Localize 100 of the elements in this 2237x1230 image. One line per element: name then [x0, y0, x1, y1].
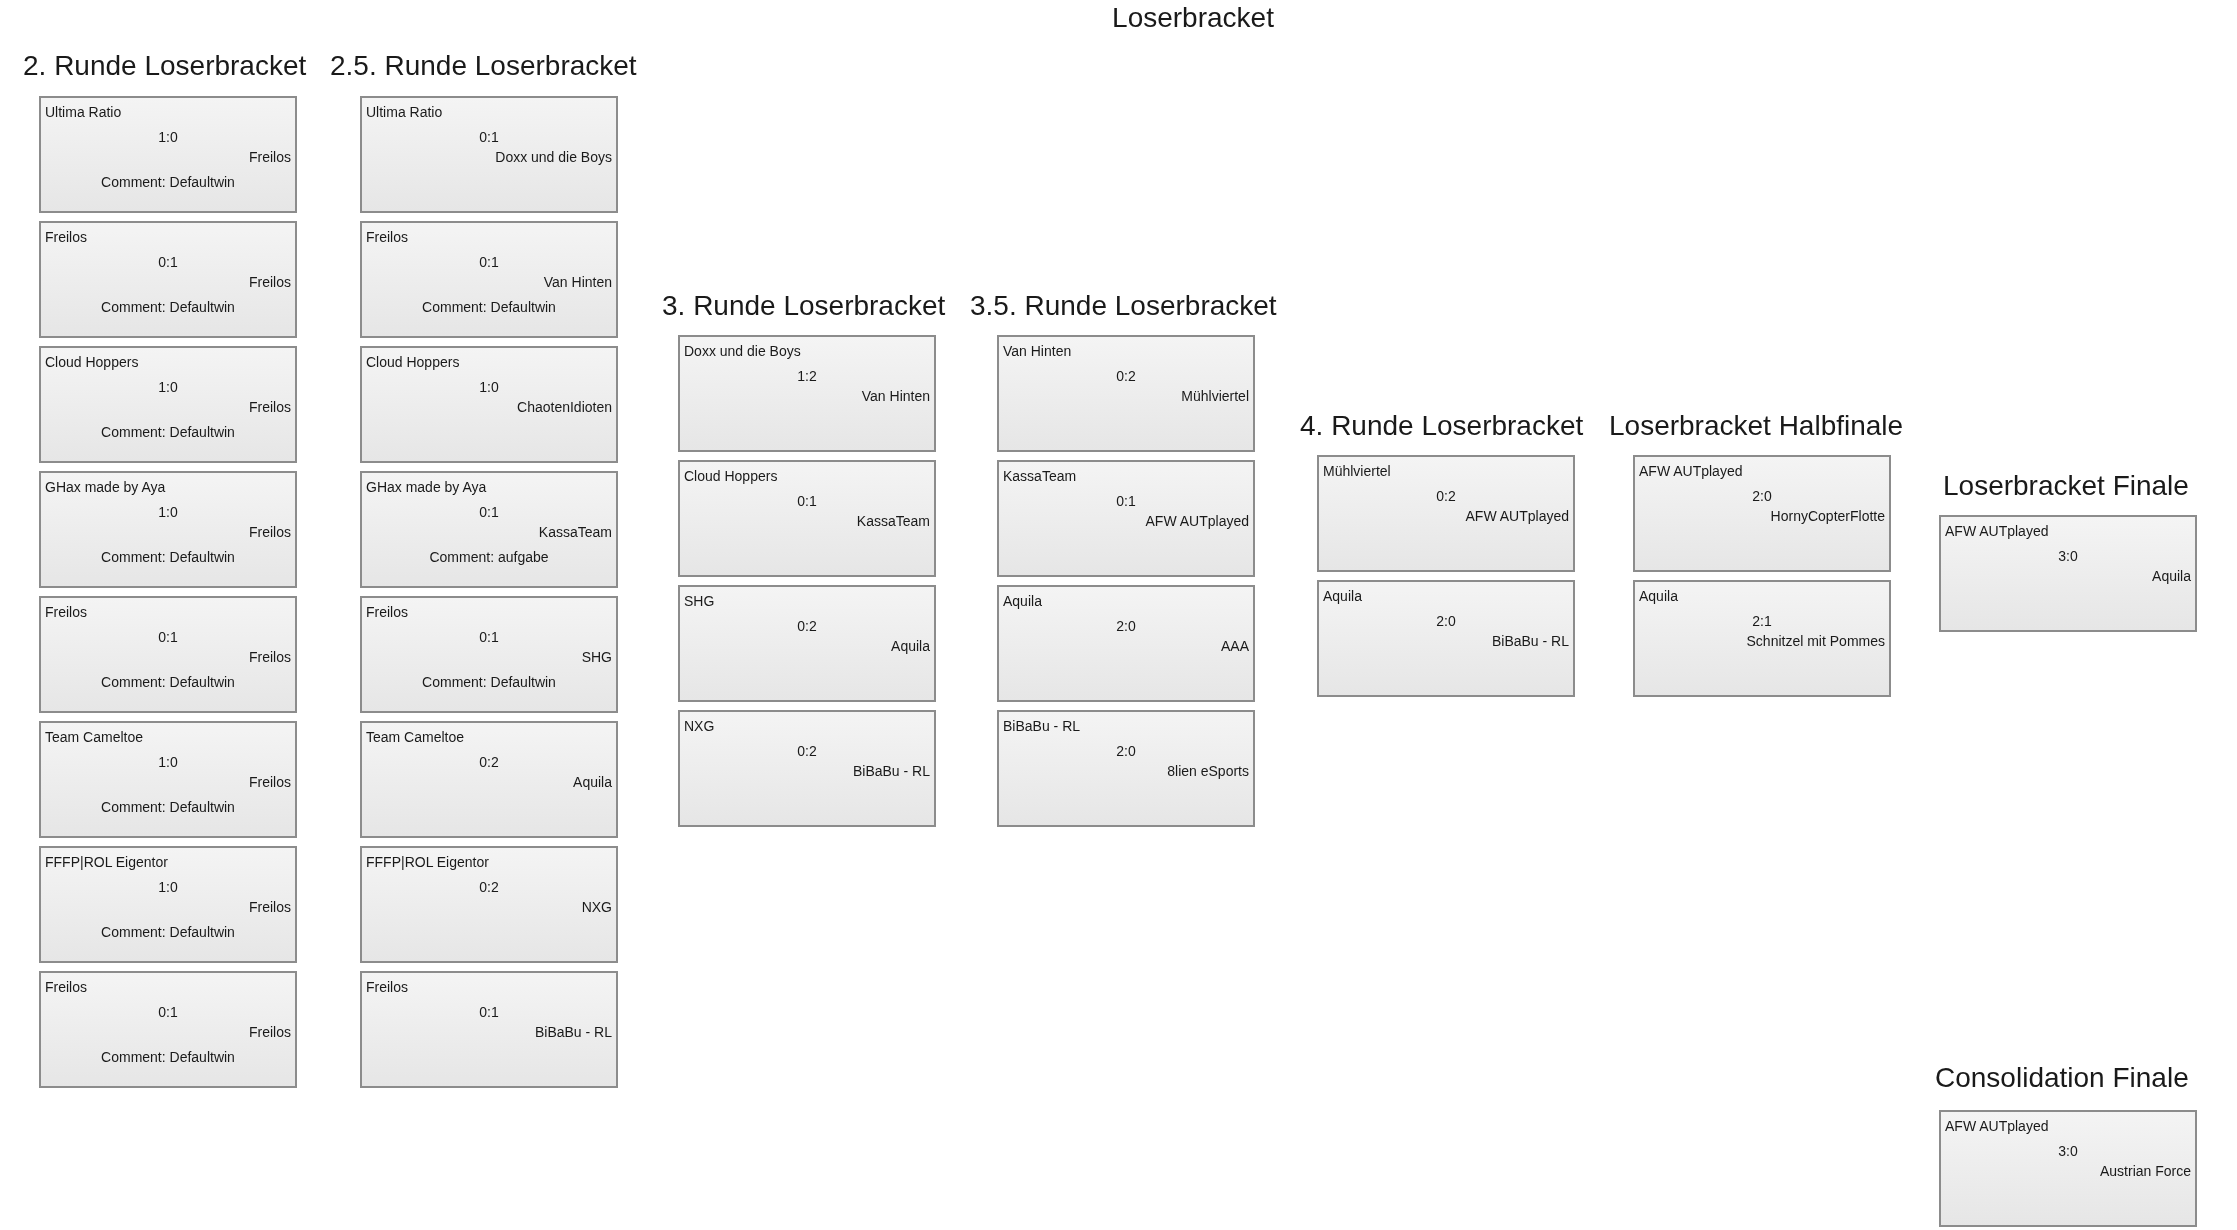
team-name: BiBaBu - RL — [1003, 718, 1081, 734]
team-name: Freilos — [249, 149, 291, 165]
score: 0:1 — [157, 254, 179, 270]
match-card — [39, 346, 297, 463]
comment-text: Comment: Defaultwin — [100, 174, 236, 190]
score: 0:2 — [1115, 368, 1137, 384]
team-name: Freilos — [45, 229, 87, 245]
match-card — [360, 846, 618, 963]
team-name: Cloud Hoppers — [366, 354, 460, 370]
score: 0:1 — [796, 493, 818, 509]
page-title: Loserbracket — [1111, 2, 1275, 34]
team-name: Cloud Hoppers — [45, 354, 139, 370]
team-name: KassaTeam — [1003, 468, 1077, 484]
team-name: Freilos — [249, 649, 291, 665]
team-name: Freilos — [249, 899, 291, 915]
team-name: 8lien eSports — [1167, 763, 1249, 779]
comment-text: Comment: Defaultwin — [421, 674, 557, 690]
match-card — [678, 585, 936, 702]
team-name: BiBaBu - RL — [534, 1024, 612, 1040]
team-name: Doxx und die Boys — [684, 343, 801, 359]
team-name: Freilos — [249, 274, 291, 290]
score: 0:2 — [796, 743, 818, 759]
match-card — [678, 335, 936, 452]
team-name: Aquila — [1323, 588, 1362, 604]
score: 1:0 — [478, 379, 500, 395]
team-name: AFW AUTplayed — [1639, 463, 1743, 479]
comment-text: Comment: Defaultwin — [421, 299, 557, 315]
score: 0:1 — [478, 629, 500, 645]
team-name: Ultima Ratio — [366, 104, 443, 120]
comment-text: Comment: aufgabe — [428, 549, 550, 565]
team-name: Freilos — [45, 604, 87, 620]
match-card — [39, 971, 297, 1088]
team-name: Freilos — [249, 524, 291, 540]
team-name: Team Cameltoe — [366, 729, 465, 745]
team-name: AAA — [1221, 638, 1249, 654]
match-card — [1633, 580, 1891, 697]
match-card — [1939, 515, 2197, 632]
team-name: Freilos — [366, 979, 408, 995]
match-card — [1317, 455, 1575, 572]
team-name: BiBaBu - RL — [852, 763, 930, 779]
score: 0:1 — [157, 1004, 179, 1020]
score: 2:0 — [1115, 618, 1137, 634]
team-name: Freilos — [249, 774, 291, 790]
score: 2:0 — [1435, 613, 1457, 629]
team-name: Freilos — [366, 604, 408, 620]
comment-text: Comment: Defaultwin — [100, 1049, 236, 1065]
match-card — [39, 471, 297, 588]
match-card — [360, 471, 618, 588]
team-name: Aquila — [1639, 588, 1678, 604]
team-name: FFFP|ROL Eigentor — [366, 854, 489, 870]
comment-text: Comment: Defaultwin — [100, 424, 236, 440]
match-card — [678, 460, 936, 577]
match-card — [997, 710, 1255, 827]
team-name: AFW AUTplayed — [1945, 523, 2049, 539]
round-heading: 3.5. Runde Loserbracket — [970, 290, 1277, 322]
team-name: Team Cameltoe — [45, 729, 144, 745]
score: 1:0 — [157, 879, 179, 895]
score: 0:2 — [796, 618, 818, 634]
score: 0:1 — [478, 129, 500, 145]
round-heading: 2. Runde Loserbracket — [23, 50, 307, 82]
match-card — [678, 710, 936, 827]
team-name: HornyCopterFlotte — [1770, 508, 1885, 524]
score: 0:1 — [478, 504, 500, 520]
team-name: AFW AUTplayed — [1145, 513, 1249, 529]
score: 2:1 — [1751, 613, 1773, 629]
team-name: NXG — [684, 718, 715, 734]
team-name: GHax made by Aya — [45, 479, 166, 495]
team-name: Ultima Ratio — [45, 104, 122, 120]
team-name: Freilos — [249, 1024, 291, 1040]
match-card — [39, 221, 297, 338]
round-heading: Consolidation Finale — [1935, 1062, 2189, 1094]
team-name: Freilos — [366, 229, 408, 245]
round-heading: 3. Runde Loserbracket — [662, 290, 946, 322]
team-name: Van Hinten — [543, 274, 612, 290]
match-card — [997, 460, 1255, 577]
match-card — [360, 596, 618, 713]
score: 1:0 — [157, 754, 179, 770]
round-heading: Loserbracket Halbfinale — [1609, 410, 1904, 442]
match-card — [997, 585, 1255, 702]
team-name: KassaTeam — [538, 524, 612, 540]
team-name: Van Hinten — [1003, 343, 1072, 359]
match-card — [360, 971, 618, 1088]
team-name: Aquila — [573, 774, 612, 790]
score: 1:2 — [796, 368, 818, 384]
score: 1:0 — [157, 504, 179, 520]
match-card — [39, 596, 297, 713]
comment-text: Comment: Defaultwin — [100, 924, 236, 940]
team-name: AFW AUTplayed — [1465, 508, 1569, 524]
team-name: NXG — [581, 899, 612, 915]
team-name: SHG — [684, 593, 715, 609]
match-card — [1633, 455, 1891, 572]
score: 2:0 — [1115, 743, 1137, 759]
comment-text: Comment: Defaultwin — [100, 299, 236, 315]
round-heading: 4. Runde Loserbracket — [1300, 410, 1584, 442]
team-name: ChaotenIdioten — [517, 399, 612, 415]
score: 0:1 — [1115, 493, 1137, 509]
team-name: BiBaBu - RL — [1491, 633, 1569, 649]
team-name: Mühlviertel — [1181, 388, 1249, 404]
match-card — [360, 221, 618, 338]
match-card — [39, 846, 297, 963]
